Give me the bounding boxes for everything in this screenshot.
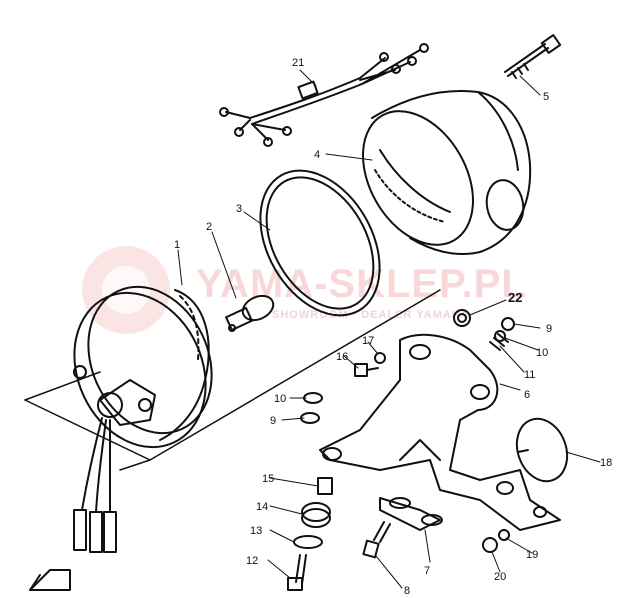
callout-13: 13: [250, 525, 262, 537]
callout-3: 3: [236, 203, 242, 215]
callout-9-left: 9: [270, 415, 276, 427]
front-arrow: [29, 569, 71, 591]
callout-8: 8: [404, 585, 410, 597]
callout-20: 20: [494, 571, 506, 583]
explode-lines: [24, 289, 441, 471]
lamp-housing: [362, 89, 532, 256]
hardware-top: [354, 352, 386, 377]
callout-21: 21: [292, 57, 304, 69]
callout-17: 17: [362, 335, 374, 347]
bulb: [225, 294, 275, 332]
callout-18: 18: [600, 457, 612, 469]
callout-11: 11: [524, 369, 535, 381]
small-brackets: [379, 497, 443, 531]
callout-5: 5: [543, 91, 549, 103]
callout-14: 14: [256, 501, 268, 513]
callout-12: 12: [246, 555, 258, 567]
reflector: [515, 417, 569, 483]
tail-lens: [73, 285, 213, 449]
callout-10-right: 10: [536, 347, 548, 359]
mounting-bracket: [319, 333, 561, 531]
callout-7: 7: [424, 565, 430, 577]
bolt-stack: [287, 477, 333, 591]
bolt-8: [362, 521, 391, 559]
callout-4: 4: [314, 149, 320, 161]
callout-2: 2: [206, 221, 212, 233]
callout-6: 6: [524, 389, 530, 401]
callout-22: 22: [508, 290, 522, 305]
hardware-bottom: [482, 529, 510, 553]
callout-16: 16: [336, 351, 348, 363]
lens-wire-leads: [73, 417, 117, 553]
callout-labels: 1 2 3 4 5 6 7 8 9 9 10 10 11 12 13 14 15…: [174, 57, 612, 597]
callout-19: 19: [526, 549, 538, 561]
callout-15: 15: [262, 473, 274, 485]
callout-1: 1: [174, 239, 180, 251]
callout-9-right: 9: [546, 323, 552, 335]
wiring-harness: [219, 43, 429, 147]
leader-lines: [177, 69, 601, 589]
long-bolt: [504, 34, 562, 79]
gasket-ring: [259, 169, 381, 317]
hardware-right: [453, 309, 515, 351]
callout-10-left: 10: [274, 393, 286, 405]
